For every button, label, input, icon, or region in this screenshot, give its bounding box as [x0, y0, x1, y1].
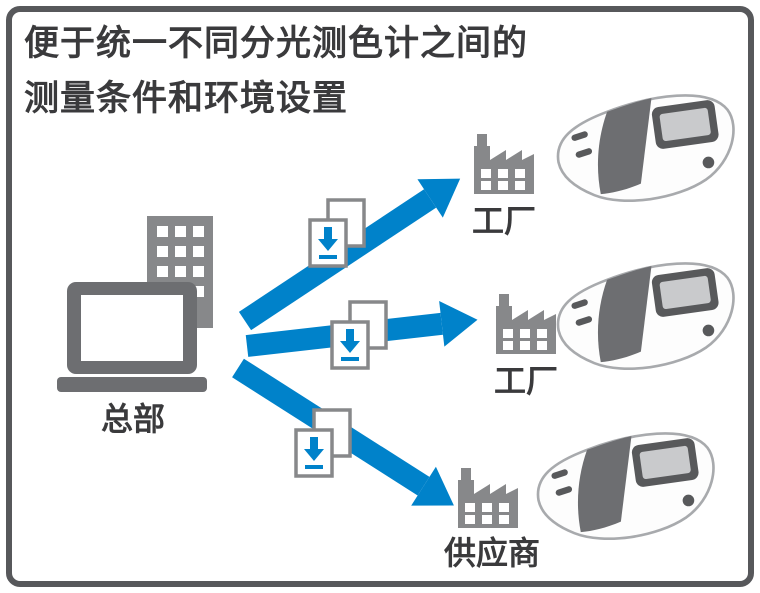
laptop-icon	[57, 282, 207, 392]
factory-2-label: 工厂	[493, 363, 558, 399]
title-line-2: 测量条件和环境设置	[24, 79, 349, 118]
factory-icon	[458, 468, 518, 528]
headquarters-label: 总部	[100, 401, 165, 437]
factory-icon	[496, 294, 556, 354]
diagram-title: 便于统一不同分光测色计之间的 测量条件和环境设置	[24, 16, 528, 126]
spectrophotometer-icon	[556, 262, 735, 371]
factory-1-label: 工厂	[471, 203, 536, 239]
document-download-icon	[330, 300, 388, 370]
supplier-label: 供应商	[443, 535, 540, 571]
title-line-1: 便于统一不同分光测色计之间的	[24, 24, 529, 63]
factory-icon	[474, 134, 534, 194]
spectrophotometer-icon	[556, 94, 735, 203]
spectrophotometer-icon	[536, 432, 715, 541]
